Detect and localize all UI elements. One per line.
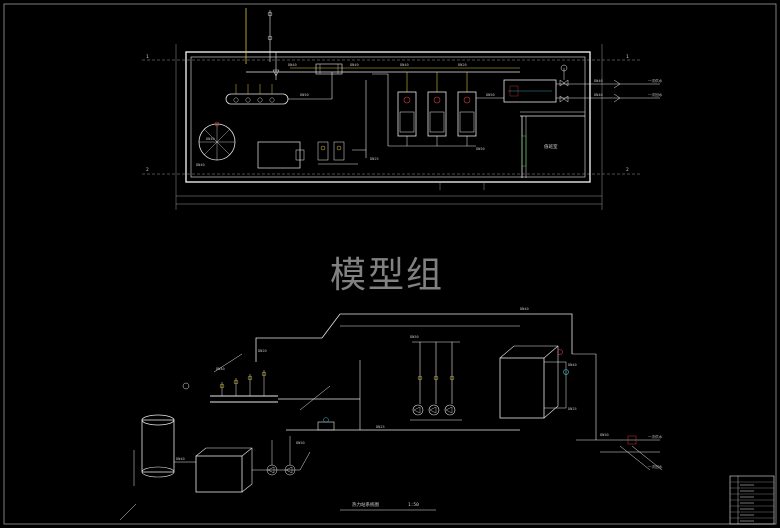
pump-set-2	[427, 72, 447, 146]
svg-text:一次回水: 一次回水	[648, 92, 663, 97]
sheet-border	[3, 3, 777, 525]
system-pipe-label: DN20	[258, 349, 267, 353]
system-pipe-label: DN40	[176, 457, 185, 461]
system-pipe-label: DN25	[376, 425, 385, 429]
watermark-text: 模型组	[330, 255, 445, 296]
plan-pipe-label: DN40	[206, 137, 215, 141]
plan-pipe-label: DN50	[300, 93, 309, 97]
svg-text:2: 2	[146, 167, 149, 173]
circ-pump-3	[444, 342, 456, 416]
legend-table	[729, 475, 775, 525]
system-view: DN40 DN40 DN20 DN25	[119, 307, 663, 521]
plan-pipe-label: DN40	[400, 63, 409, 67]
plan-pipe-label: DN20	[458, 63, 467, 67]
plan-pipe-label: DN50	[476, 147, 485, 151]
system-pipe-label: DN50	[296, 441, 305, 445]
pump-set-1	[397, 72, 417, 146]
system-pipe-label: DN40	[568, 363, 577, 367]
svg-text:1: 1	[146, 54, 149, 60]
plan-view: 1 2 1 2 DN40 DN40 DN40 DN20	[142, 8, 663, 210]
plan-side-label: DN40	[594, 93, 603, 97]
system-pipe-label: DN25	[568, 407, 577, 411]
plan-pipe-label: DN40	[350, 63, 359, 67]
circ-pump-1	[412, 342, 424, 416]
system-title: 热力站系统图	[352, 501, 379, 508]
system-scale: 1:50	[408, 502, 419, 508]
circ-pump-2	[428, 342, 440, 416]
system-pipe-label: DN50	[600, 433, 609, 437]
svg-text:一次供水: 一次供水	[648, 434, 663, 439]
svg-text:2: 2	[626, 167, 629, 173]
svg-text:DN50: DN50	[486, 93, 495, 97]
plan-pipe-label: DN40	[288, 63, 297, 67]
room-label: 值班室	[544, 143, 558, 150]
svg-text:一次供水: 一次供水	[648, 78, 663, 83]
plan-side-label: DN40	[594, 79, 603, 83]
svg-text:1: 1	[626, 54, 629, 60]
pump-set-3	[457, 72, 477, 146]
plan-pipe-label: DN25	[370, 157, 379, 161]
system-pipe-label: DN50	[410, 335, 419, 339]
svg-text:一次回水: 一次回水	[648, 464, 663, 469]
system-pipe-label: DN40	[216, 367, 225, 371]
system-pipe-label: DN40	[520, 307, 529, 311]
svg-text:DN40: DN40	[196, 163, 205, 167]
